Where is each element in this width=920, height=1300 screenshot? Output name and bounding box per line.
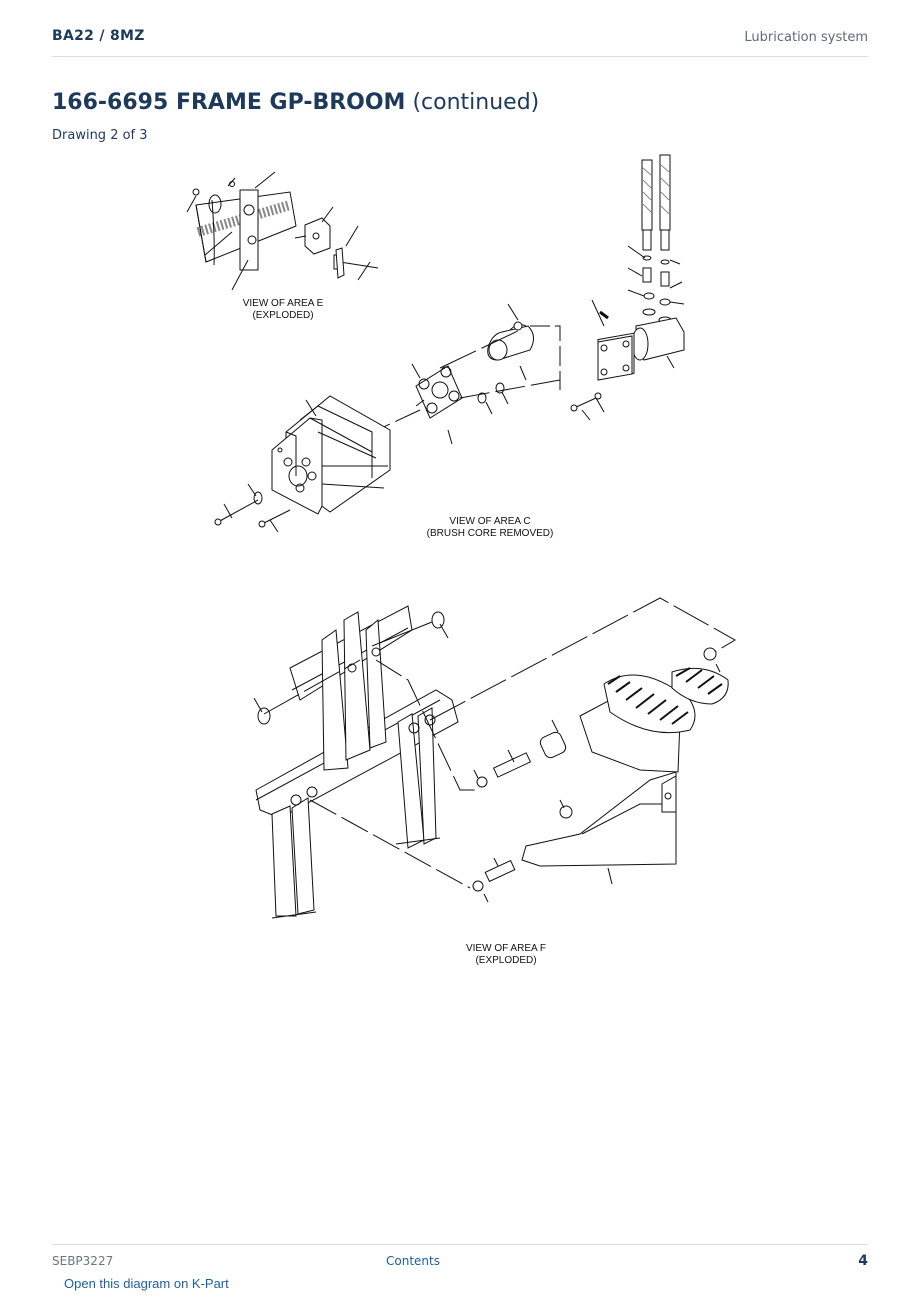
page-footer: SEBP3227 Contents 4	[52, 1244, 868, 1275]
view-c-label-line2: (BRUSH CORE REMOVED)	[427, 528, 554, 539]
open-kpart-link[interactable]: Open this diagram on K-Part	[64, 1276, 229, 1291]
view-e-label-line1: VIEW OF AREA E	[243, 298, 324, 309]
view-f-label-line2: (EXPLODED)	[475, 955, 536, 966]
document-id: SEBP3227	[52, 1254, 114, 1268]
section-label: Lubrication system	[744, 30, 868, 45]
exploded-diagram: VIEW OF AREA E (EXPLODED)	[0, 150, 920, 980]
area-e-drawing	[186, 171, 379, 291]
view-e-label-line2: (EXPLODED)	[252, 310, 313, 321]
page-number: 4	[858, 1253, 868, 1269]
area-f-drawing	[253, 597, 736, 919]
page-header: BA22 / 8MZ Lubrication system	[52, 28, 868, 57]
view-c-label-line1: VIEW OF AREA C	[449, 516, 530, 527]
model-label: BA22 / 8MZ	[52, 28, 145, 44]
view-f-label-line1: VIEW OF AREA F	[466, 943, 546, 954]
part-title: 166-6695 FRAME GP-BROOM	[52, 90, 406, 115]
drawing-subtitle: Drawing 2 of 3	[52, 128, 148, 143]
contents-link[interactable]: Contents	[386, 1254, 440, 1268]
title-suffix: (continued)	[412, 90, 540, 115]
area-c-drawing	[214, 154, 685, 533]
page-title: 166-6695 FRAME GP-BROOM (continued)	[52, 90, 539, 115]
diagram-svg: VIEW OF AREA E (EXPLODED)	[186, 154, 736, 966]
